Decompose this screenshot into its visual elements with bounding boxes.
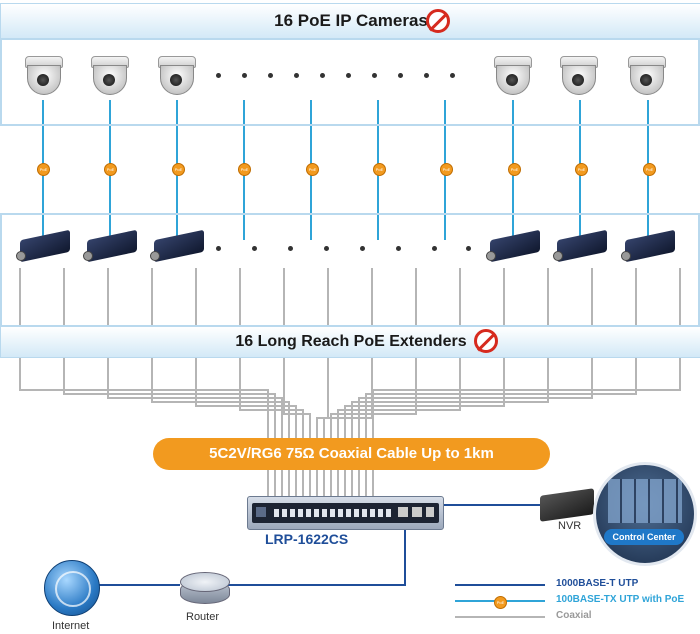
dome-camera-icon [154,54,198,96]
dome-camera-icon [87,54,131,96]
poe-badge: PoE [575,163,588,176]
poe-badge: PoE [643,163,656,176]
poe-extender-icon [621,229,679,263]
dome-camera-icon [624,54,668,96]
poe-badge: PoE [238,163,251,176]
poe-badge: PoE [104,163,117,176]
switch-icon [247,496,444,530]
dome-camera-icon [490,54,534,96]
ellipsis-dot [288,246,293,251]
legend-poe-label: 100BASE-TX UTP with PoE [556,594,685,605]
poe-extender-icon [150,229,208,263]
poe-badge: PoE [172,163,185,176]
ellipsis-dot [432,246,437,251]
ellipsis-dot [450,73,455,78]
extenders-title: 16 Long Reach PoE Extenders [235,333,467,350]
dome-camera-icon [21,54,65,96]
internet-label: Internet [52,620,90,632]
cameras-banner: 16 PoE IP Cameras [0,3,700,39]
ellipsis-dot [424,73,429,78]
poe-extender-icon [553,229,611,263]
control-center-label: Control Center [604,529,684,545]
switch-model-label: LRP-1622CS [265,531,349,547]
poe-extender-icon [83,229,141,263]
extenders-banner: 16 Long Reach PoE Extenders [0,326,700,358]
ellipsis-dot [396,246,401,251]
legend-utp-label: 1000BASE-T UTP [556,578,639,589]
ellipsis-dot [324,246,329,251]
no-power-icon [426,9,450,33]
poe-badge: PoE [373,163,386,176]
ellipsis-dot [216,73,221,78]
cameras-title: 16 PoE IP Cameras [274,11,428,30]
router-label: Router [186,611,220,623]
poe-badge: PoE [494,596,507,609]
nvr-label: NVR [558,520,582,532]
ellipsis-dot [216,246,221,251]
poe-extender-icon [16,229,74,263]
legend-coax-label: Coaxial [556,610,592,621]
ellipsis-dot [294,73,299,78]
coax-cable-banner: 5C2V/RG6 75Ω Coaxial Cable Up to 1km [153,438,550,470]
ellipsis-dot [346,73,351,78]
poe-extender-icon [486,229,544,263]
ellipsis-dot [398,73,403,78]
ellipsis-dot [252,246,257,251]
no-power-icon [474,329,498,353]
ellipsis-dot [242,73,247,78]
poe-badge: PoE [306,163,319,176]
ellipsis-dot [466,246,471,251]
globe-icon [44,560,100,616]
ellipsis-dot [372,73,377,78]
switch-to-router-line [228,528,406,586]
control-center-icon [593,462,697,566]
coax-cable-text: 5C2V/RG6 75Ω Coaxial Cable Up to 1km [209,445,494,462]
ellipsis-dot [320,73,325,78]
router-icon [180,572,230,604]
utp-lines [98,504,540,586]
poe-badge: PoE [440,163,453,176]
ellipsis-dot [268,73,273,78]
dome-camera-icon [556,54,600,96]
poe-badge: PoE [37,163,50,176]
ellipsis-dot [360,246,365,251]
poe-badge: PoE [508,163,521,176]
cameras-panel [0,38,700,126]
